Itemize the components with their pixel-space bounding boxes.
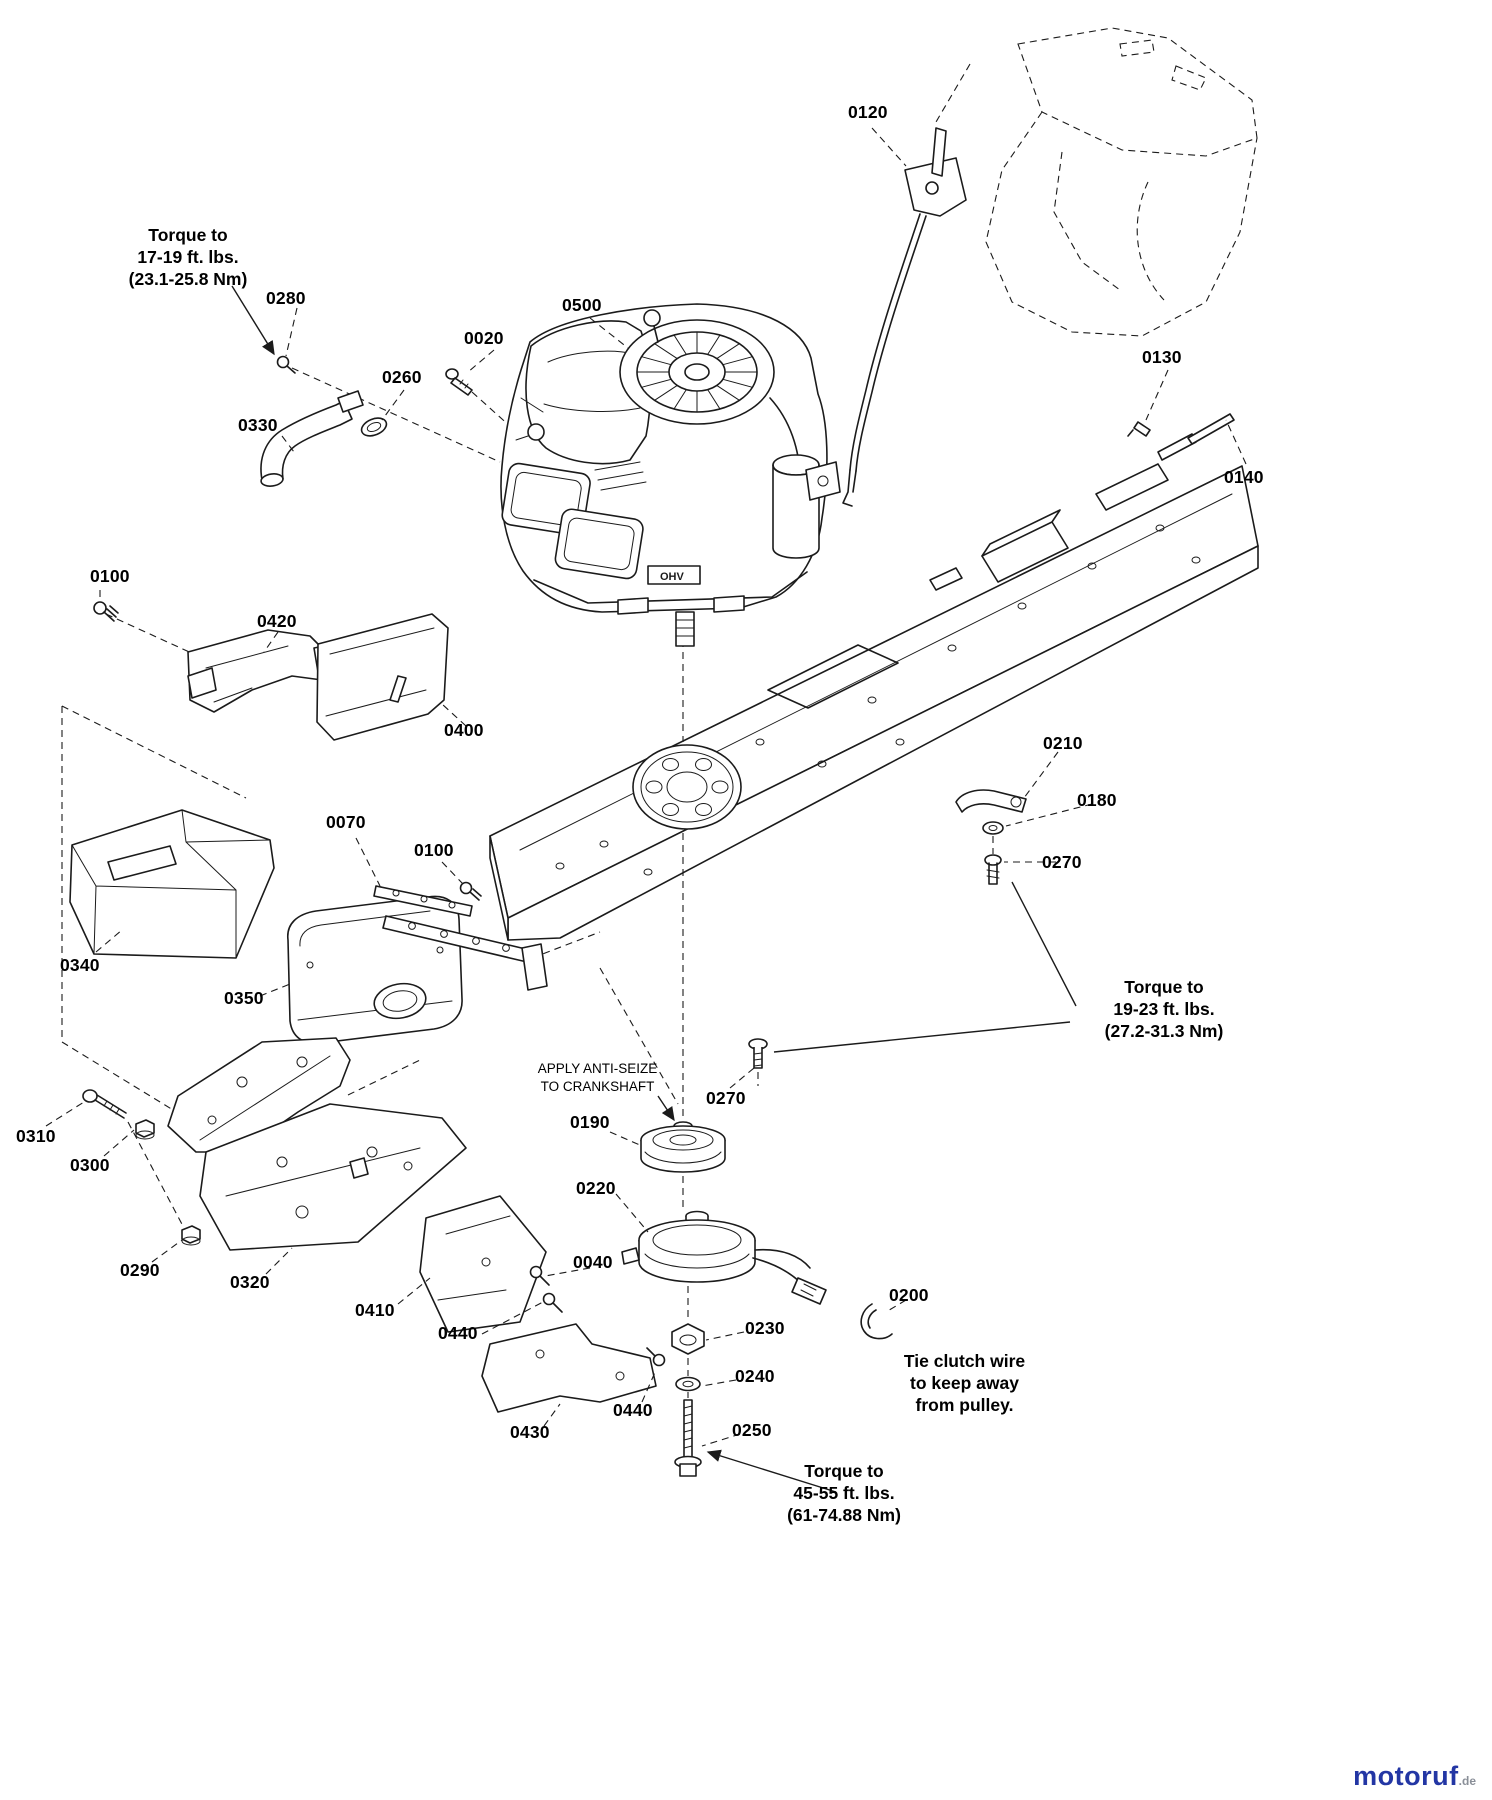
- part-label-0040: 0040: [573, 1252, 613, 1272]
- throttle-control-drawing: [842, 127, 967, 507]
- part-label-0310: 0310: [16, 1126, 56, 1146]
- clutch-0220-drawing: [621, 1210, 827, 1305]
- part-label-0420: 0420: [257, 611, 297, 631]
- bolt-0270-lower-drawing: [748, 1038, 768, 1069]
- part-label-0200: 0200: [889, 1285, 929, 1305]
- note-torque-45-55: Torque to 45-55 ft. lbs. (61-74.88 Nm): [787, 1461, 901, 1526]
- part-label-0320: 0320: [230, 1272, 270, 1292]
- note-arrows: [231, 285, 1077, 1493]
- part-label-0350: 0350: [224, 988, 264, 1008]
- note-anti-seize: APPLY ANTI-SEIZE TO CRANKSHAFT: [537, 1061, 658, 1094]
- watermark-motoruf: motoruf.de: [1353, 1761, 1476, 1792]
- part-label-0250: 0250: [732, 1420, 772, 1440]
- engine-drawing: OHV: [500, 303, 841, 647]
- mount-plate-0320-drawing: [167, 1037, 467, 1251]
- part-label-0130: 0130: [1142, 347, 1182, 367]
- lift-latch-hardware-drawing: [955, 789, 1027, 885]
- frame-drawing: [489, 463, 1259, 941]
- tractor-body-outline: [935, 27, 1258, 337]
- part-label-0440-b: 0440: [613, 1400, 653, 1420]
- part-label-0120: 0120: [848, 102, 888, 122]
- watermark-tld: .de: [1458, 1774, 1476, 1788]
- assembly-lines: [61, 367, 994, 1398]
- part-label-0230: 0230: [745, 1318, 785, 1338]
- part-label-0300: 0300: [70, 1155, 110, 1175]
- part-label-0430: 0430: [510, 1422, 550, 1442]
- part-label-0270-b: 0270: [706, 1088, 746, 1108]
- part-label-0100-a: 0100: [90, 566, 130, 586]
- part-label-0210: 0210: [1043, 733, 1083, 753]
- part-label-0260: 0260: [382, 367, 422, 387]
- part-label-0290: 0290: [120, 1260, 160, 1280]
- part-label-0070: 0070: [326, 812, 366, 832]
- part-label-0410: 0410: [355, 1300, 395, 1320]
- part-label-0190: 0190: [570, 1112, 610, 1132]
- part-label-0140: 0140: [1224, 467, 1264, 487]
- muffler-0350-drawing: [287, 895, 463, 1045]
- part-label-0280: 0280: [266, 288, 306, 308]
- belt-guard-0410-drawing: [419, 1195, 547, 1333]
- part-label-0500: 0500: [562, 295, 602, 315]
- blower-housing-0340-drawing: [69, 809, 275, 959]
- left-fasteners-drawing: [82, 1089, 201, 1246]
- part-label-0330: 0330: [238, 415, 278, 435]
- engine-mount-rails-drawing: [373, 881, 548, 991]
- part-label-0020: 0020: [464, 328, 504, 348]
- heat-shield-0400-drawing: [316, 613, 449, 741]
- note-torque-19-23: Torque to 19-23 ft. lbs. (27.2-31.3 Nm): [1104, 977, 1224, 1042]
- part-label-0220: 0220: [576, 1178, 616, 1198]
- part-label-0180: 0180: [1077, 790, 1117, 810]
- label-leaders: [45, 127, 1247, 1447]
- watermark-brand: motoruf: [1353, 1761, 1459, 1791]
- pulley-0190-drawing: [640, 1121, 726, 1173]
- note-clutch-wire: Tie clutch wire to keep away from pulley…: [903, 1351, 1026, 1416]
- part-label-0240: 0240: [735, 1366, 775, 1386]
- part-label-0340: 0340: [60, 955, 100, 975]
- bolt-0100-top-drawing: [93, 601, 119, 622]
- part-label-0400: 0400: [444, 720, 484, 740]
- exhaust-parts-drawing: [260, 355, 473, 487]
- part-label-0100-b: 0100: [414, 840, 454, 860]
- clutch-bracket-0430-drawing: [481, 1265, 666, 1413]
- heat-shield-0420-drawing: [187, 629, 339, 713]
- part-label-0270-a: 0270: [1042, 852, 1082, 872]
- part-label-0440-a: 0440: [438, 1323, 478, 1343]
- choke-rod-drawing: [1127, 413, 1235, 461]
- engine-ohv-badge: OHV: [660, 571, 685, 583]
- note-torque-17-19: Torque to 17-19 ft. lbs. (23.1-25.8 Nm): [128, 225, 248, 290]
- clutch-hardware-drawing: [671, 1303, 893, 1477]
